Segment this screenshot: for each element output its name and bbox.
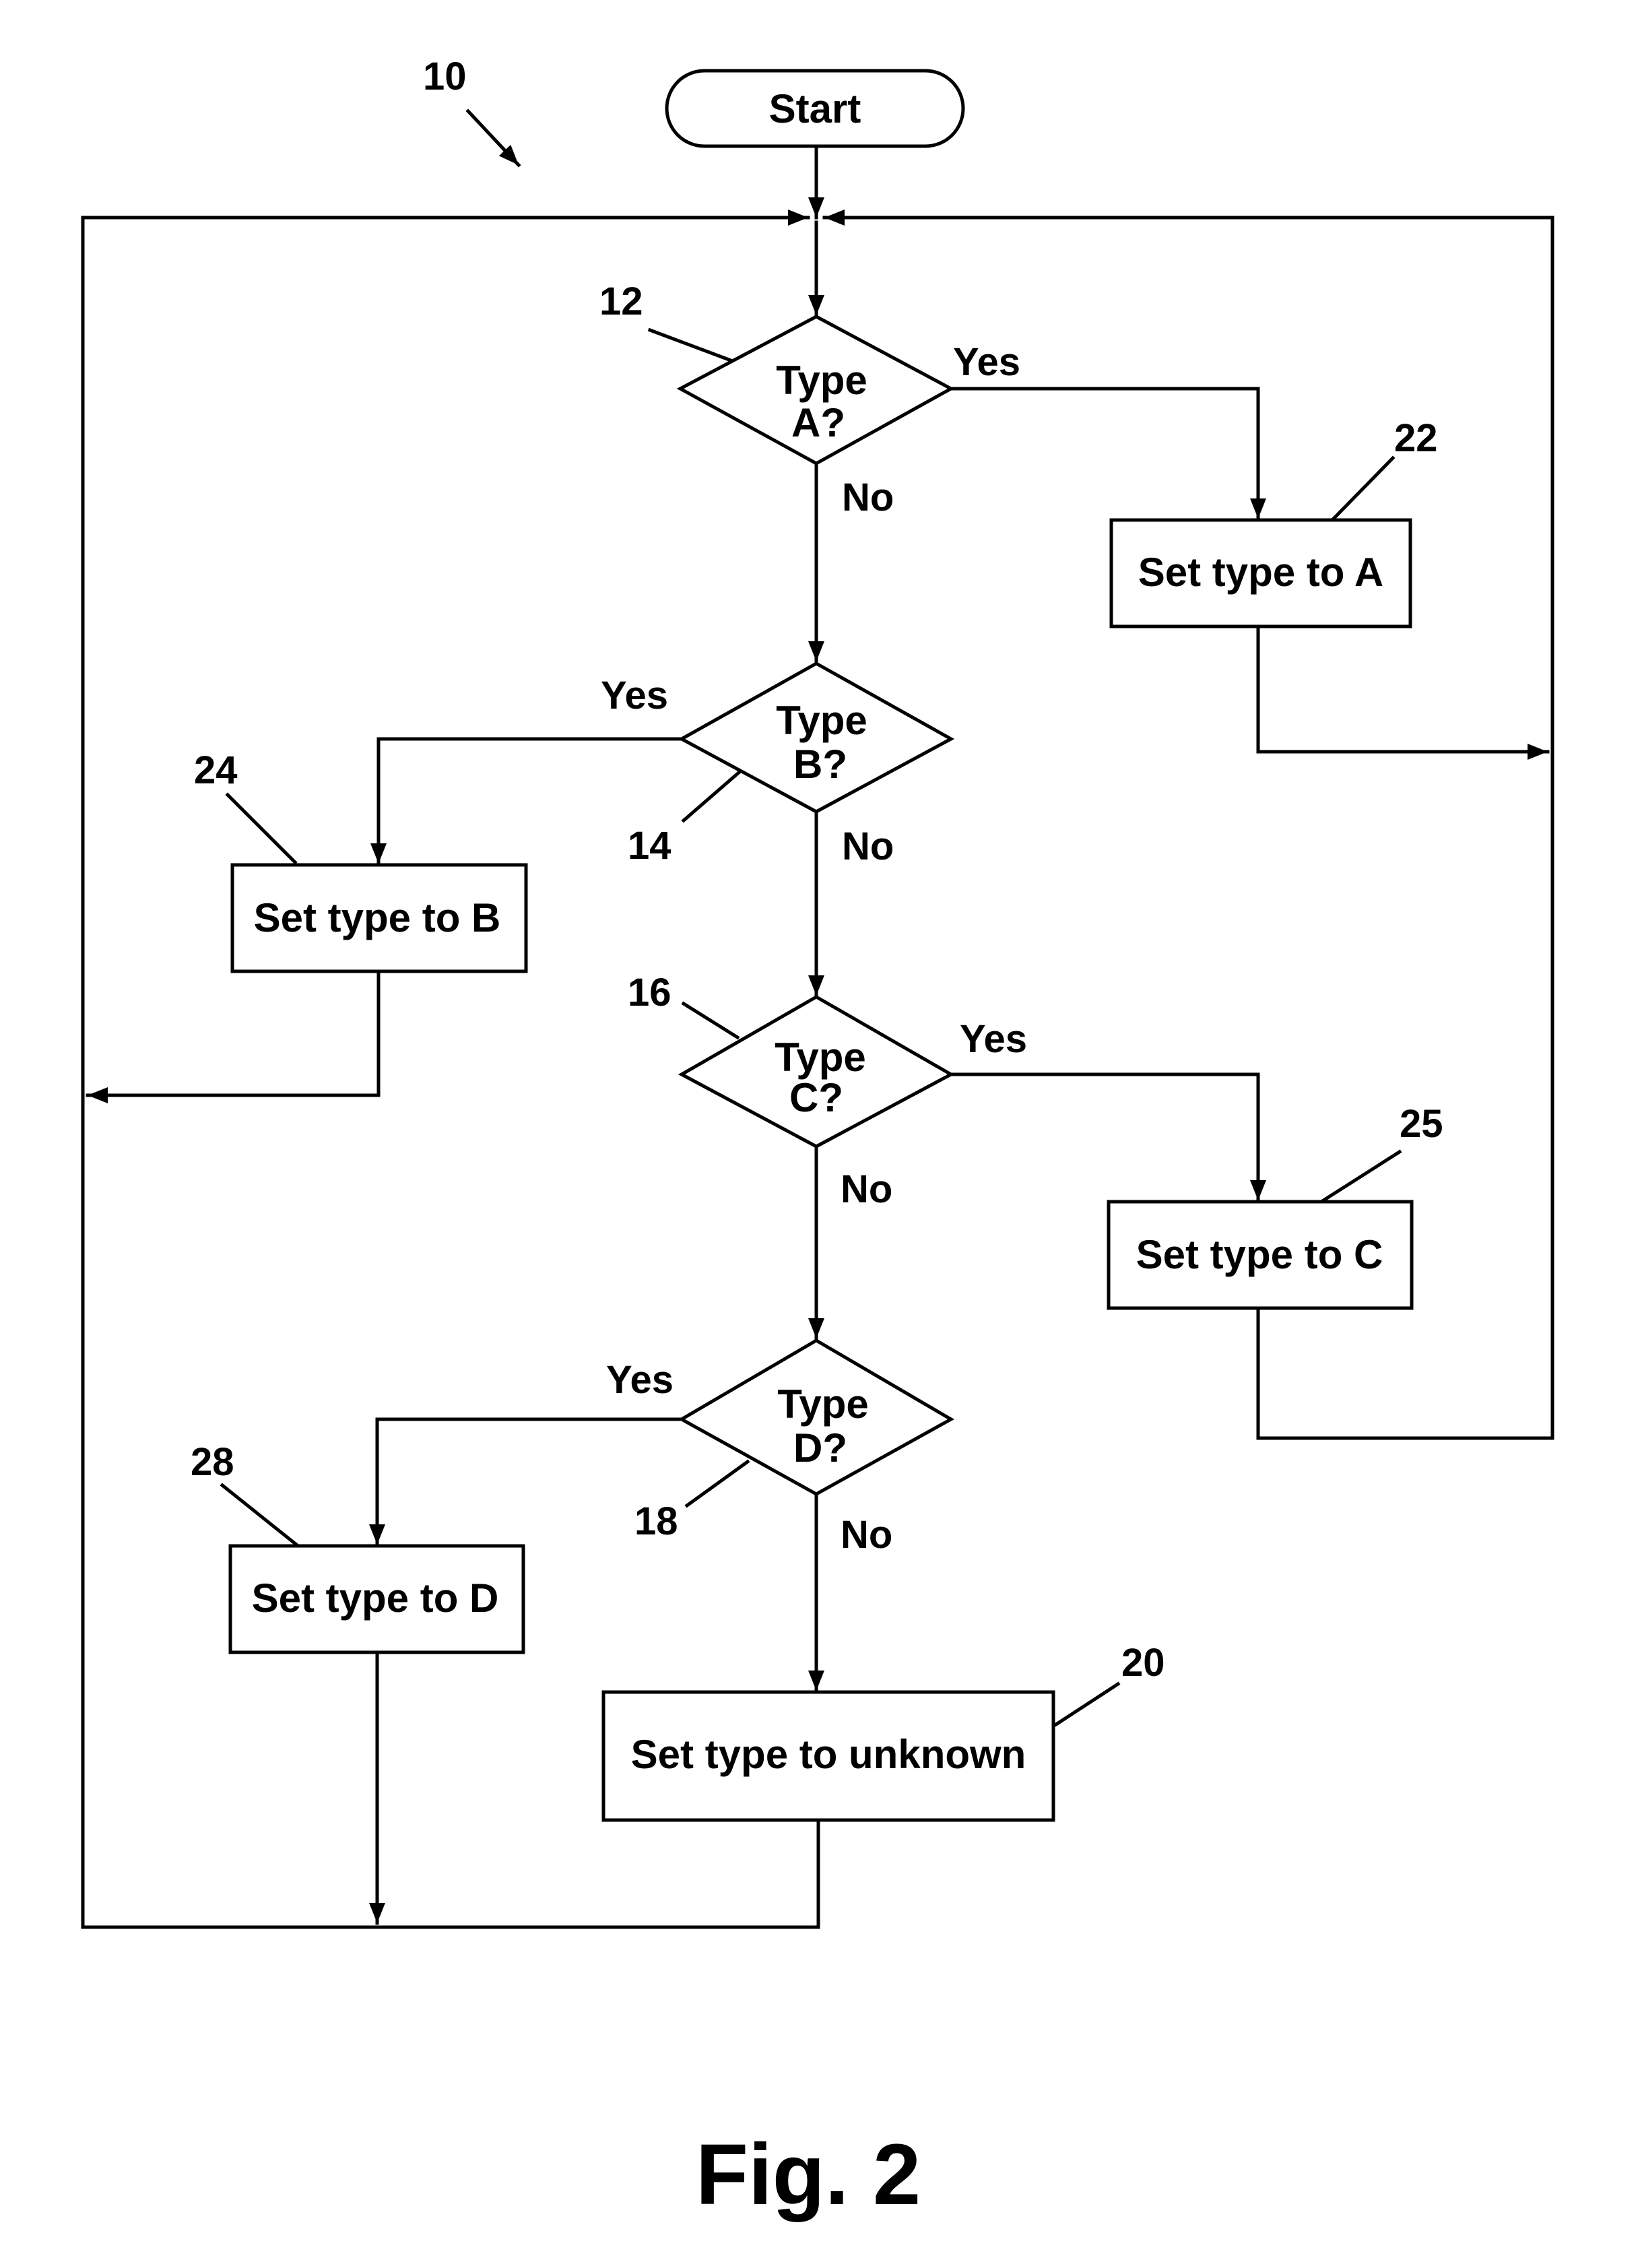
set-type-unknown-box: Set type to unknown [601, 1690, 1055, 1822]
set-type-a-ref: 22 [1394, 416, 1438, 460]
set-type-b-return-arrow [86, 969, 381, 1103]
decision-d-line1: Type [777, 1382, 869, 1427]
figure-ref-arrow [465, 108, 521, 168]
decision-b-yes-label: Yes [601, 674, 668, 717]
set-type-unknown-ref: 20 [1121, 1641, 1165, 1685]
decision-c-yes-label: Yes [960, 1017, 1027, 1061]
start-label: Start [769, 86, 861, 131]
decision-a-ref: 12 [599, 280, 643, 323]
decision-c-line1: Type [775, 1035, 866, 1080]
start-terminal: Start [665, 69, 965, 148]
set-type-d-box: Set type to D [228, 1544, 525, 1654]
set-type-b-ref-leader [225, 792, 298, 865]
decision-a-yes-arrow [949, 387, 1266, 521]
decision-a-line1: Type [776, 358, 867, 403]
decision-b-line2: B? [793, 742, 847, 787]
set-type-unknown-ref-leader [1053, 1681, 1121, 1727]
set-type-unknown-text: Set type to unknown [631, 1732, 1026, 1777]
set-type-a-return-arrow [1256, 624, 1550, 760]
set-type-b-text: Set type to B [254, 895, 501, 940]
decision-c-yes-arrow [949, 1072, 1266, 1202]
set-type-c-ref-leader [1321, 1149, 1402, 1203]
decision-a-yes-label: Yes [953, 340, 1020, 384]
decision-c-ref: 16 [628, 971, 671, 1014]
decision-a-ref-leader [647, 327, 733, 363]
decision-a: Type A? [676, 315, 955, 465]
set-type-b-box: Set type to B [230, 863, 528, 973]
set-type-c-ref: 25 [1400, 1102, 1443, 1146]
decision-b-line1: Type [776, 698, 867, 743]
set-type-d-ref: 28 [191, 1440, 234, 1484]
decision-a-no-label: No [842, 476, 894, 519]
set-type-c-return-line [1256, 746, 1554, 1440]
decision-c-ref-leader [681, 1001, 740, 1040]
decision-c-no-label: No [841, 1167, 892, 1211]
decision-b-no-label: No [842, 824, 894, 868]
set-type-d-text: Set type to D [252, 1576, 499, 1621]
figure-ref-label: 10 [423, 55, 467, 98]
set-type-a-text: Set type to A [1138, 550, 1383, 595]
set-type-c-text: Set type to C [1136, 1232, 1383, 1277]
decision-d: Type D? [678, 1338, 955, 1496]
decision-d-yes-label: Yes [606, 1358, 674, 1402]
decision-d-line2: D? [793, 1425, 847, 1470]
decision-b: Type B? [678, 661, 955, 814]
decision-d-no-label: No [841, 1513, 892, 1557]
decision-d-ref: 18 [634, 1499, 678, 1543]
decision-c-line2: C? [789, 1075, 843, 1120]
decision-c: Type C? [678, 995, 955, 1148]
decision-b-ref-leader [681, 769, 742, 823]
right-return-loop [822, 209, 1554, 754]
left-return-loop [81, 209, 820, 1929]
decision-b-ref: 14 [628, 824, 671, 868]
figure-caption: Fig. 2 [696, 2127, 921, 2223]
set-type-b-ref: 24 [194, 748, 238, 792]
decision-a-line2: A? [791, 400, 845, 445]
set-type-a-box: Set type to A [1109, 518, 1412, 628]
set-type-c-box: Set type to C [1107, 1200, 1414, 1310]
decision-d-yes-arrow [369, 1417, 684, 1547]
set-type-a-ref-leader [1331, 455, 1396, 521]
decision-d-ref-leader [684, 1459, 750, 1508]
set-type-d-ref-leader [220, 1483, 299, 1547]
decision-b-yes-arrow [370, 737, 684, 866]
